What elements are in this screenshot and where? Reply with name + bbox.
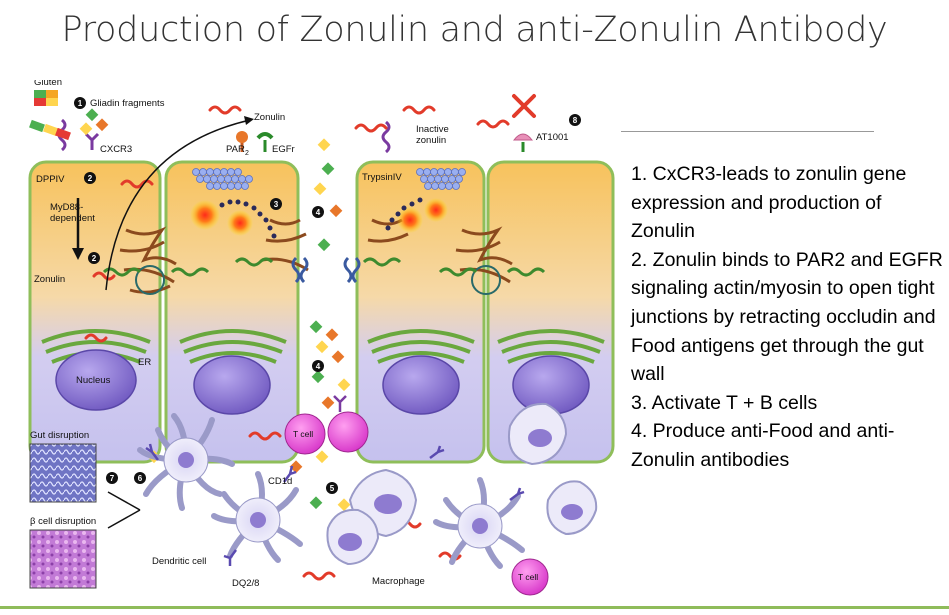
dendritic-cell-1 (137, 413, 235, 511)
actin-filament-left (192, 168, 253, 190)
dendritic-cell-3 (433, 477, 525, 569)
zonulin-pathway-diagram: 1 2 2 3 4 4 5 6 7 8 Gluten Gliadin fragm… (28, 80, 615, 596)
label-trypsin: TrypsinIV (362, 172, 402, 183)
zonulin-release-arrow (105, 119, 251, 291)
label-inactive: Inactive (416, 124, 449, 135)
step-marker-1: 1 (78, 99, 83, 108)
er-stack-3 (367, 329, 475, 364)
at1001-receptor (512, 133, 534, 152)
label-dendritic: Dendritic cell (152, 556, 206, 567)
zonulin-release-arrowhead (244, 116, 254, 125)
step-marker-2a: 2 (88, 174, 93, 183)
signal-chain (219, 197, 423, 239)
signal-glow-2 (227, 210, 253, 236)
label-zonulin-cell: Zonulin (34, 274, 65, 285)
nucleus-2 (193, 355, 271, 415)
signal-arrowhead (72, 248, 84, 260)
t-cell-2 (511, 558, 549, 596)
label-cd1d: CD1d (268, 476, 292, 487)
divider-line (621, 131, 874, 132)
step-1: 1. CxCR3-leads to zonulin gene expressio… (631, 163, 907, 243)
label-macrophage: Macrophage (372, 576, 425, 587)
t-cell-1 (284, 413, 326, 455)
label-par-sub: 2 (245, 150, 249, 157)
label-gluten: Gluten (34, 80, 62, 88)
page-title: Production of Zonulin and anti-Zonulin A… (61, 10, 888, 50)
tissue-arrow-top (107, 491, 141, 511)
trypsin-receptor (381, 120, 391, 154)
label-gut-disruption: Gut disruption (30, 430, 89, 441)
label-zonulin-top: Zonulin (254, 112, 285, 123)
step-marker-8: 8 (573, 116, 578, 125)
label-beta-disruption: β cell disruption (30, 516, 96, 527)
nucleus-3 (382, 355, 460, 415)
tissue-arrow-bottom (107, 509, 141, 529)
signal-glow-3 (397, 207, 423, 233)
label-tcell-2: T cell (518, 572, 538, 582)
gut-disruption-image (29, 443, 97, 503)
macrophage-4 (326, 508, 380, 566)
b-cell (327, 411, 369, 453)
par2-receptor (236, 131, 248, 152)
signal-glow-4 (424, 198, 448, 222)
label-par: PAR (226, 144, 245, 155)
step-marker-3: 3 (274, 200, 279, 209)
step-marker-2b: 2 (92, 254, 97, 263)
gluten-icon (34, 90, 58, 106)
step-3: 3. Activate T + B cells (631, 391, 818, 414)
x-mark-icon (512, 94, 536, 118)
egfr-receptor (256, 132, 274, 152)
label-nucleus: Nucleus (76, 375, 111, 386)
dendritic-cell-2 (211, 471, 303, 563)
label-dependent: dependent (50, 213, 95, 224)
label-inactive-zonulin: zonulin (416, 135, 446, 146)
label-tcell-1: T cell (293, 429, 313, 439)
nucleus-4 (512, 355, 590, 415)
macrophage-3 (546, 480, 598, 536)
label-dq: DQ2/8 (232, 578, 259, 589)
tight-junction-right (455, 226, 513, 295)
label-egfr: EGFr (272, 144, 295, 155)
step-marker-5: 5 (330, 484, 335, 493)
blue-junction-proteins (291, 256, 361, 284)
cxcr3-receptor (84, 132, 100, 150)
footer-accent-line (0, 606, 949, 609)
nucleus-1 (55, 349, 137, 411)
immune-receptors (145, 443, 525, 566)
food-antigens-paracellular (147, 138, 351, 512)
step-marker-6: 6 (138, 474, 143, 483)
b-cell-antibody (333, 395, 347, 412)
step-2: 2. Zonulin binds to PAR2 and EGFR signal… (631, 248, 943, 386)
steps-list: 1. CxCR3-leads to zonulin gene expressio… (631, 160, 946, 475)
step-marker-4a: 4 (316, 208, 321, 217)
macrophage-2 (508, 402, 568, 466)
er-stack-2 (179, 329, 287, 364)
beta-cell-disruption-image (29, 529, 97, 589)
label-gliadin: Gliadin fragments (90, 98, 165, 109)
label-er: ER (138, 357, 151, 368)
label-dppiv: DPPIV (36, 174, 65, 185)
er-stack-4 (497, 329, 605, 364)
tight-junction-left (119, 226, 177, 295)
signal-glow-1 (190, 200, 220, 230)
label-at1001: AT1001 (536, 132, 569, 143)
step-4: 4. Produce anti-Food and anti-Zonulin an… (631, 420, 895, 471)
label-cxcr3: CXCR3 (100, 144, 132, 155)
label-myd88: MyD88- (50, 202, 83, 213)
actin-filament-right (416, 168, 466, 190)
epithelial-cell-3 (355, 160, 486, 464)
step-marker-7: 7 (110, 474, 115, 483)
step-marker-4b: 4 (316, 362, 321, 371)
occludin-strands (102, 257, 546, 277)
